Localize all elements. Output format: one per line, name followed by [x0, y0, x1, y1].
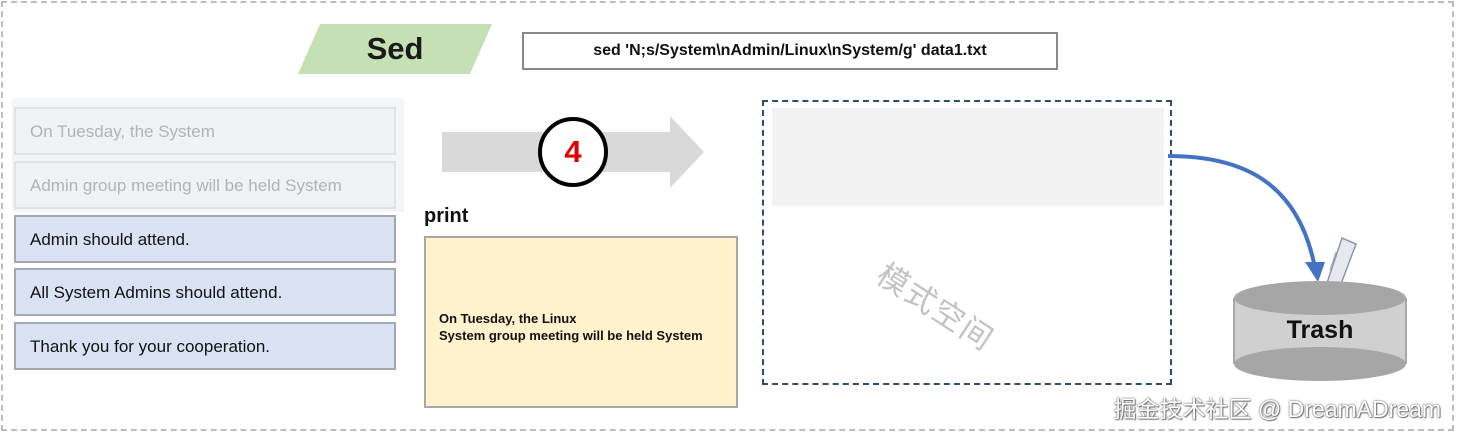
discard-arrow-icon	[1167, 154, 1325, 282]
diagram-title: Sed	[366, 31, 424, 66]
input-line-2: Admin group meeting will be held System	[14, 161, 396, 209]
command-box: sed 'N;s/System\nAdmin/Linux\nSystem/g' …	[522, 32, 1058, 70]
trash-bin-icon	[1233, 236, 1407, 381]
print-line-1: On Tuesday, the Linux	[439, 311, 577, 326]
trash-label: Trash	[1286, 316, 1354, 344]
title-banner	[298, 24, 492, 74]
pattern-space	[762, 100, 1172, 385]
input-line-5: Thank you for your cooperation.	[14, 322, 396, 370]
input-line-4: All System Admins should attend.	[14, 268, 396, 316]
print-line-2: System group meeting will be held System	[439, 328, 703, 343]
pattern-space-content	[772, 108, 1164, 206]
input-line-3: Admin should attend.	[14, 215, 396, 263]
print-label: print	[424, 205, 469, 227]
step-number: 4	[538, 117, 608, 187]
watermark: 掘金技术社区 @ DreamADream	[1113, 396, 1442, 422]
print-output: On Tuesday, the Linux System group meeti…	[424, 236, 738, 408]
input-line-1: On Tuesday, the System	[14, 107, 396, 155]
